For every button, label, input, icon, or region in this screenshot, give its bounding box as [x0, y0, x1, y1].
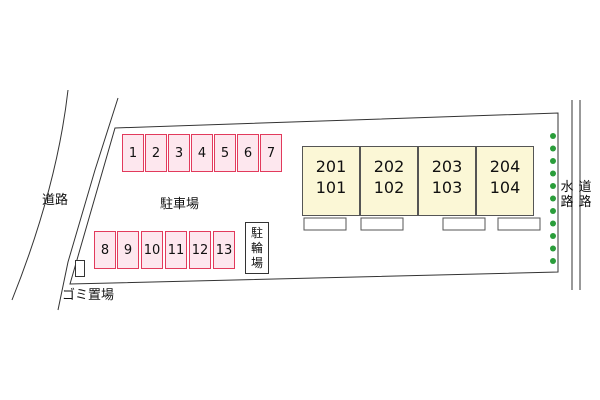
garbage-area-label: ゴミ置場 — [62, 288, 115, 303]
unit-block: 204 104 — [476, 146, 534, 216]
hedge-dot — [550, 220, 556, 227]
waterway-label: 水路 — [560, 180, 574, 210]
parking-space: 10 — [141, 231, 163, 269]
hedge-dot — [550, 145, 556, 152]
unit-block: 203 103 — [418, 146, 476, 216]
road-left-edge-inner — [57, 97, 119, 311]
unit-block: 201 101 — [302, 146, 360, 216]
parking-space: 13 — [213, 231, 235, 269]
parking-space: 12 — [189, 231, 211, 269]
unit-number-upper: 202 — [373, 157, 405, 176]
garbage-area-box — [75, 260, 85, 277]
parking-space: 6 — [237, 134, 259, 172]
unit-number-lower: 102 — [373, 178, 405, 197]
parking-space: 4 — [191, 134, 213, 172]
parking-space: 7 — [260, 134, 282, 172]
hedge-dot — [550, 183, 556, 189]
hedge-dots — [550, 133, 556, 264]
unit-number-upper: 201 — [315, 157, 347, 176]
unit-number-lower: 104 — [489, 178, 521, 197]
hedge-dot — [550, 258, 556, 264]
unit-number-upper: 203 — [431, 157, 463, 176]
hedge-dot — [550, 208, 556, 214]
road-left-label: 道路 — [42, 193, 69, 208]
hedge-dot — [550, 245, 556, 252]
bicycle-parking: 駐輪場 — [245, 222, 269, 274]
road-right-label: 道路 — [578, 180, 592, 210]
hedge-dot — [550, 233, 556, 239]
unit-block: 202 102 — [360, 146, 418, 216]
unit-number-upper: 204 — [489, 157, 521, 176]
parking-space: 9 — [117, 231, 139, 269]
road-left-edge-outer — [11, 89, 69, 301]
parking-space: 8 — [94, 231, 116, 269]
hedge-dot — [550, 170, 556, 177]
parking-space: 11 — [165, 231, 187, 269]
unit-number-lower: 101 — [315, 178, 347, 197]
parking-space: 1 — [122, 134, 144, 172]
parking-space: 3 — [168, 134, 190, 172]
parking-space: 5 — [214, 134, 236, 172]
hedge-dot — [550, 195, 556, 202]
hedge-dot — [550, 133, 556, 139]
parking-lot-label: 駐車場 — [160, 197, 200, 212]
hedge-dot — [550, 158, 556, 164]
unit-number-lower: 103 — [431, 178, 463, 197]
parking-space: 2 — [145, 134, 167, 172]
building-entrances — [303, 217, 541, 231]
